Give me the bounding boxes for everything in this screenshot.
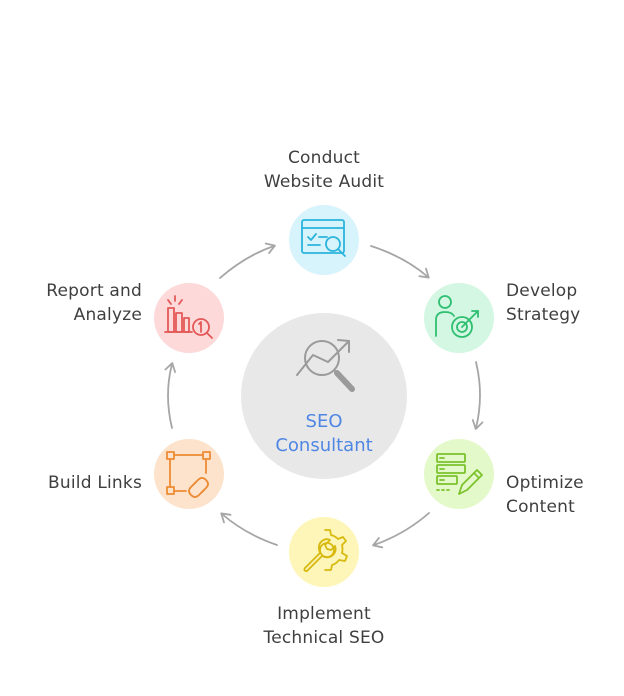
chart-analyze-icon bbox=[164, 295, 213, 339]
target-strategy-icon bbox=[435, 295, 479, 338]
step-label-strategy: Develop Strategy bbox=[506, 281, 581, 325]
step-circle-links bbox=[154, 439, 224, 509]
step-circle-audit bbox=[289, 205, 359, 275]
content-edit-icon bbox=[436, 453, 483, 495]
arrow-report-to-audit bbox=[219, 242, 276, 279]
arrow-strategy-to-content bbox=[471, 361, 484, 430]
step-label-report: Report and Analyze bbox=[46, 281, 142, 325]
cycle-arrows bbox=[164, 242, 484, 549]
step-label-technical: Implement Technical SEO bbox=[263, 604, 385, 648]
center-label: SEO Consultant bbox=[275, 411, 373, 456]
arrow-links-to-report bbox=[164, 362, 176, 429]
website-audit-icon bbox=[301, 219, 346, 257]
link-nodes-icon bbox=[166, 451, 211, 498]
arrow-content-to-technical bbox=[372, 512, 430, 549]
center-circle bbox=[241, 313, 407, 479]
step-label-audit: Conduct Website Audit bbox=[263, 148, 385, 192]
step-label-links: Build Links bbox=[48, 473, 142, 493]
arrow-audit-to-strategy bbox=[370, 245, 430, 279]
step-circle-content bbox=[424, 439, 494, 509]
growth-magnifier-icon bbox=[296, 339, 355, 392]
arrow-technical-to-links bbox=[220, 512, 278, 546]
step-circle-technical bbox=[289, 517, 359, 587]
gear-wrench-icon bbox=[303, 529, 348, 572]
step-label-content: Optimize Content bbox=[506, 473, 584, 517]
